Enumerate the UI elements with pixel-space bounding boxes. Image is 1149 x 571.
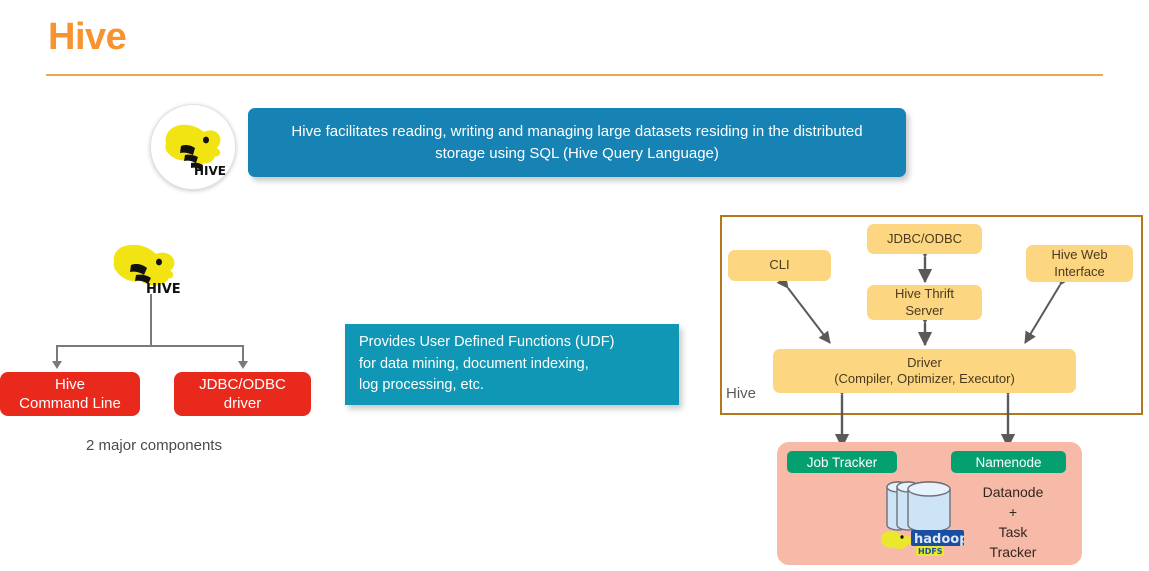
datanode-label-line1: Datanode	[982, 484, 1044, 500]
tree-arrowhead-right-icon	[238, 361, 248, 369]
hive-description-text: Hive facilitates reading, writing and ma…	[291, 122, 863, 162]
datanode-task-tracker-label: Datanode + Task Tracker	[958, 483, 1068, 563]
tree-connector-bar	[56, 345, 244, 347]
hive-logo-badge: HIVE	[150, 104, 236, 190]
datanode-label-line4: Tracker	[989, 543, 1037, 560]
arch-node-label-line2: Interface	[1054, 263, 1105, 279]
component-label-line2: driver	[223, 395, 262, 412]
components-caption: 2 major components	[86, 437, 222, 454]
hadoop-job-tracker-badge: Job Tracker	[787, 451, 897, 473]
page-title: Hive	[48, 16, 127, 58]
hive-tree-logo-icon: HIVE	[108, 238, 188, 297]
tree-connector-trunk	[150, 294, 152, 346]
arch-node-label-line1: Hive Thrift	[895, 286, 954, 302]
arch-node-cli: CLI	[728, 250, 831, 281]
hive-description-banner: Hive facilitates reading, writing and ma…	[248, 108, 906, 177]
svg-text:HIVE: HIVE	[146, 282, 181, 296]
title-divider	[46, 74, 1103, 76]
arch-node-jdbc-odbc: JDBC/ODBC	[867, 224, 982, 254]
datanode-label-line2: +	[1008, 503, 1018, 520]
svg-text:HIVE: HIVE	[194, 164, 226, 177]
hadoop-namenode-badge: Namenode	[951, 451, 1066, 473]
arch-node-label-line1: Hive Web	[1051, 247, 1108, 263]
arch-node-hive-web-interface: Hive Web Interface	[1026, 245, 1133, 282]
database-cylinders-icon	[884, 478, 956, 536]
hadoop-hdfs-logo-icon: hadoop HDFS	[878, 528, 969, 558]
arch-node-hive-thrift-server: Hive Thrift Server	[867, 285, 982, 320]
architecture-group-label: Hive	[726, 385, 757, 402]
arch-node-driver: Driver (Compiler, Optimizer, Executor)	[773, 349, 1076, 393]
udf-text-line3: log processing, etc.	[359, 377, 484, 394]
tree-connector-left	[56, 345, 58, 363]
hive-bee-logo-icon: HIVE	[160, 117, 226, 177]
udf-text-line1: Provides User Defined Functions (UDF)	[359, 333, 615, 350]
tree-connector-right	[242, 345, 244, 363]
tree-arrowhead-left-icon	[52, 361, 62, 369]
udf-callout-box: Provides User Defined Functions (UDF) fo…	[345, 324, 679, 405]
component-label-line1: Hive	[54, 375, 85, 393]
component-label-line2: Command Line	[19, 395, 121, 412]
component-hive-command-line: Hive Command Line	[0, 372, 140, 416]
arch-node-label-line2: Server	[905, 302, 944, 318]
svg-text:hadoop: hadoop	[914, 532, 964, 547]
arch-node-label-line1: Driver	[907, 354, 942, 370]
arch-node-label-line2: (Compiler, Optimizer, Executor)	[834, 371, 1015, 386]
component-jdbc-odbc-driver: JDBC/ODBC driver	[174, 372, 311, 416]
architecture-connectors	[776, 243, 1071, 449]
svg-text:HDFS: HDFS	[918, 547, 943, 556]
datanode-label-line3: Task	[998, 523, 1028, 540]
component-label-line1: JDBC/ODBC	[199, 375, 286, 393]
udf-text-line2: for data mining, document indexing,	[359, 355, 589, 372]
